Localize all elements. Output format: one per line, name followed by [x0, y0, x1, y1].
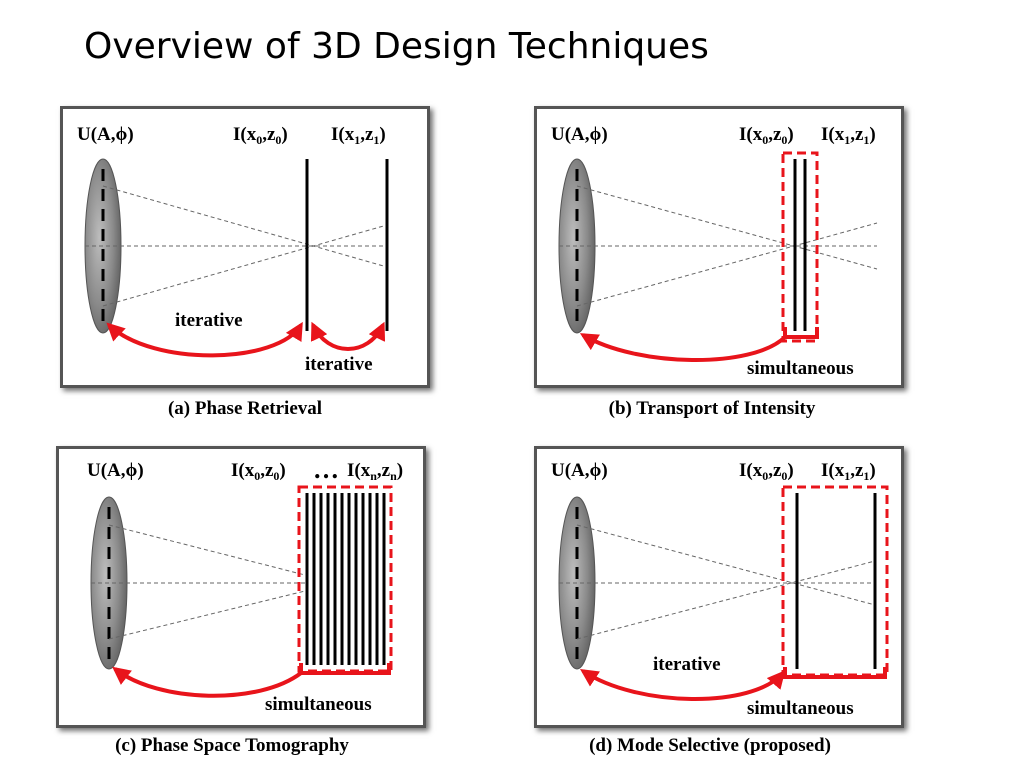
plane-z0-label: I(x0,z0)	[233, 124, 288, 147]
iterative-arrow-planes	[310, 321, 386, 351]
plane-z0-label: I(x0,z0)	[739, 460, 794, 483]
ellipsis: …	[313, 455, 340, 484]
simultaneous-region	[781, 151, 819, 343]
field-label: U(A,ϕ)	[77, 124, 134, 145]
panel-phase-space-tomography: U(A,ϕ) I(x0,z0) … I(xn,zn) simultaneous	[56, 446, 426, 728]
method-label-iterative: iterative	[653, 654, 721, 675]
plane-z1-label: I(x1,z1)	[821, 124, 876, 147]
ray-upper	[108, 524, 306, 576]
ray-lower	[576, 560, 876, 640]
ray-lower	[102, 224, 388, 307]
plane-z0-label: I(x0,z0)	[739, 124, 794, 147]
panel-c-graphic	[90, 485, 393, 698]
method-label-iterative-2: iterative	[305, 354, 373, 375]
simultaneous-bracket	[299, 663, 391, 675]
panel-transport-of-intensity: U(A,ϕ) I(x0,z0) I(x1,z1) simultaneous	[534, 106, 904, 388]
iterative-arrow-lens	[106, 321, 303, 358]
field-label: U(A,ϕ)	[551, 124, 608, 145]
plane-z0-label: I(x0,z0)	[231, 460, 286, 483]
ray-lower	[576, 222, 878, 307]
ray-upper	[576, 524, 876, 606]
panel-d-graphic	[558, 485, 889, 701]
method-label-simultaneous: simultaneous	[747, 358, 854, 379]
plane-z1-label: I(x1,z1)	[821, 460, 876, 483]
panel-a-graphic	[84, 158, 389, 358]
panel-phase-retrieval: U(A,ϕ) I(x0,z0) I(x1,z1) iterative itera…	[60, 106, 430, 388]
ray-upper	[576, 185, 878, 270]
simultaneous-region	[781, 485, 889, 677]
ray-lower	[108, 590, 306, 640]
plane-zn-label: I(xn,zn)	[347, 460, 404, 483]
method-label-simultaneous: simultaneous	[265, 694, 372, 715]
slide-title: Overview of 3D Design Techniques	[84, 26, 709, 67]
caption-mode-selective: (d) Mode Selective (proposed)	[589, 735, 831, 756]
caption-transport-of-intensity: (b) Transport of Intensity	[608, 398, 816, 419]
simultaneous-bracket	[783, 667, 887, 679]
ray-upper	[102, 185, 388, 268]
field-label: U(A,ϕ)	[87, 460, 144, 481]
caption-phase-retrieval: (a) Phase Retrieval	[167, 398, 323, 419]
caption-phase-space-tomography: (c) Phase Space Tomography	[115, 735, 349, 756]
method-label-iterative: iterative	[175, 310, 243, 331]
panel-b-graphic	[558, 151, 878, 362]
simultaneous-arrow	[112, 666, 303, 698]
field-label: U(A,ϕ)	[551, 460, 608, 481]
method-label-simultaneous: simultaneous	[747, 698, 854, 719]
simultaneous-arrow	[579, 333, 787, 362]
plane-z1-label: I(x1,z1)	[331, 124, 386, 147]
panel-mode-selective: U(A,ϕ) I(x0,z0) I(x1,z1) iterative simul…	[534, 446, 904, 728]
iterative-arrow	[580, 669, 786, 701]
measurement-planes	[305, 493, 386, 665]
simultaneous-bracket	[783, 327, 819, 339]
